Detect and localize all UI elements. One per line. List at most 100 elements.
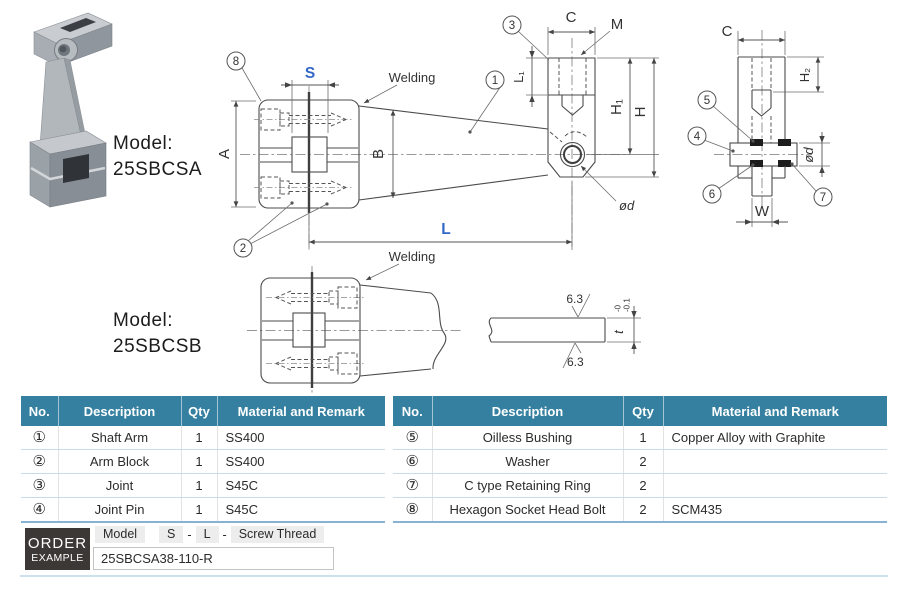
col-header-qty: Qty: [622, 396, 663, 426]
row-number: ④: [21, 497, 58, 523]
row-number: ③: [21, 473, 58, 498]
qty-cell: 2: [622, 473, 663, 498]
row-number: ⑤: [393, 426, 432, 450]
col-header-no: No.: [393, 396, 432, 426]
joint-view: [547, 38, 596, 250]
plate-section: 6.3 6.3 t -0 -0.1: [488, 292, 641, 369]
model-b-label: Model: 25SBCSB: [113, 308, 202, 360]
tolerance-lower: -0.1: [623, 298, 632, 312]
dim-l1: L₁: [511, 71, 526, 83]
order-badge-line1: ORDER: [27, 534, 88, 552]
callout-3: 3: [502, 15, 522, 35]
roughness-value-top: 6.3: [566, 292, 583, 306]
order-example-value: 25SBCSA38-110-R: [93, 547, 334, 570]
row-number: ②: [21, 449, 58, 474]
material-cell: Copper Alloy with Graphite: [662, 426, 887, 450]
order-format-row: Model S - L - Screw Thread: [95, 526, 325, 543]
material-cell: S45C: [216, 473, 385, 498]
description-cell: Hexagon Socket Head Bolt: [431, 497, 623, 523]
socket-bolt-top: [254, 108, 352, 131]
description-cell: Shaft Arm: [57, 426, 181, 450]
row-number: ⑦: [393, 473, 432, 498]
front-view-arm-block: [240, 86, 630, 250]
order-chip-screw-thread: Screw Thread: [230, 526, 325, 543]
model-a-label: Model: 25SBCSA: [113, 131, 202, 183]
socket-bolt-bottom: [254, 176, 352, 199]
col-header-description: Description: [431, 396, 623, 426]
row-number: ⑥: [393, 449, 432, 474]
material-cell: SS400: [216, 449, 385, 474]
parts-table-right: No. Description Qty Material and Remark …: [393, 396, 887, 523]
description-cell: Oilless Bushing: [431, 426, 623, 450]
description-cell: Joint: [57, 473, 181, 498]
svg-text:8: 8: [233, 56, 239, 68]
socket-bolt-bottom-b: [266, 352, 364, 375]
col-header-material: Material and Remark: [662, 396, 887, 426]
order-badge-line2: EXAMPLE: [31, 551, 84, 564]
parts-table-left: No. Description Qty Material and Remark …: [21, 396, 385, 523]
description-cell: Washer: [431, 449, 623, 474]
svg-text:1: 1: [492, 75, 498, 87]
table-row: ⑦ C type Retaining Ring 2: [393, 473, 887, 498]
model-a-name: 25SBCSA: [113, 159, 203, 180]
qty-cell: 1: [180, 497, 217, 523]
model-b-prefix: Model:: [113, 310, 174, 331]
shaft-arm-lines: [358, 105, 549, 201]
dim-m: M: [611, 16, 624, 33]
svg-text:7: 7: [820, 192, 826, 204]
table-header-row: No. Description Qty Material and Remark: [393, 396, 887, 426]
qty-cell: 1: [180, 426, 217, 450]
callout-2: 2: [233, 238, 253, 258]
qty-cell: 1: [180, 473, 217, 498]
callouts: 8 2 1 3 5: [226, 15, 833, 258]
top-slot: [60, 18, 96, 32]
callout-5: 5: [697, 90, 717, 110]
dim-l: L: [441, 221, 450, 238]
roughness-symbol-top: [571, 293, 591, 318]
table-row: ③ Joint 1 S45C: [21, 473, 385, 498]
square-hole: [63, 154, 89, 183]
description-cell: C type Retaining Ring: [431, 473, 623, 498]
dim-c-joint: C: [566, 9, 577, 26]
callout-6: 6: [702, 184, 722, 204]
dim-a: A: [216, 149, 233, 159]
callout-8: 8: [226, 51, 246, 71]
order-chip-s: S: [159, 526, 184, 543]
table-row: ⑤ Oilless Bushing 1 Copper Alloy with Gr…: [393, 426, 887, 450]
description-cell: Arm Block: [57, 449, 181, 474]
row-number: ①: [21, 426, 58, 450]
order-chip-l: L: [195, 526, 219, 543]
col-header-material: Material and Remark: [216, 396, 385, 426]
callout-4: 4: [687, 126, 707, 146]
material-cell: [662, 473, 887, 498]
col-header-no: No.: [21, 396, 58, 426]
dim-dia-d-side: ød: [801, 147, 816, 163]
row-number: ⑧: [393, 497, 432, 523]
dim-b: B: [370, 149, 387, 159]
welding-labels: Welding Welding: [363, 70, 436, 281]
material-cell: SCM435: [662, 497, 887, 523]
qty-cell: 2: [622, 449, 663, 474]
dim-c-side: C: [722, 23, 733, 40]
welding-label-1: Welding: [389, 70, 436, 85]
dimensions: A S B L C M: [216, 9, 830, 247]
order-chip-model: Model: [95, 526, 146, 543]
dim-h2: H₂: [797, 68, 812, 82]
table-row: ① Shaft Arm 1 SS400: [21, 426, 385, 450]
svg-text:t: t: [611, 329, 626, 334]
dim-w: W: [755, 203, 770, 220]
roughness-symbol-bottom: [562, 342, 582, 369]
dim-dia-d-joint: ød: [619, 198, 635, 213]
dim-h1: H₁: [608, 99, 625, 115]
model-b-name: 25SBCSB: [113, 336, 203, 357]
callout-1: 1: [485, 70, 505, 90]
welding-label-2: Welding: [389, 249, 436, 264]
part-3d-image: [29, 12, 113, 208]
table-header-row: No. Description Qty Material and Remark: [21, 396, 385, 426]
model-a-prefix: Model:: [113, 133, 174, 154]
socket-bolt-top-b: [266, 286, 364, 309]
dim-h: H: [632, 107, 649, 118]
dim-s: S: [305, 65, 315, 82]
table-row: ② Arm Block 1 SS400: [21, 449, 385, 474]
